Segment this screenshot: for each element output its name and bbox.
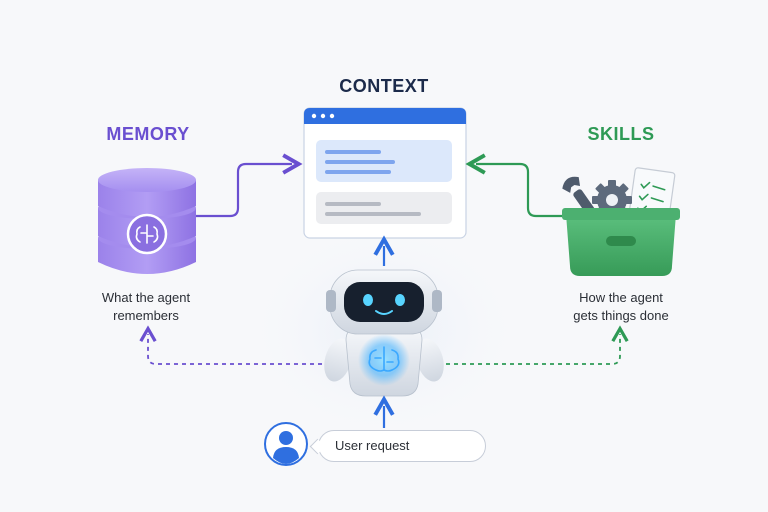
browser-window-icon <box>303 107 467 239</box>
user-request-bubble[interactable]: User request <box>318 430 486 462</box>
toolbox-icon <box>562 167 680 276</box>
memory-caption: What the agent remembers <box>76 289 216 325</box>
skills-caption-line2: gets things done <box>573 308 669 323</box>
skills-title: SKILLS <box>587 124 655 144</box>
skills-caption: How the agent gets things done <box>556 289 686 325</box>
memory-to-context-arrow <box>196 153 303 218</box>
skills-caption-line1: How the agent <box>579 290 663 305</box>
memory-title: MEMORY <box>106 124 190 144</box>
memory-caption-line2: remembers <box>113 308 179 323</box>
robot-icon <box>324 269 444 397</box>
agent-to-memory-dashed-arrow <box>139 325 322 365</box>
memory-caption-line1: What the agent <box>101 290 191 305</box>
agent-to-skills-dashed-arrow <box>446 325 629 365</box>
user-avatar-icon <box>264 422 308 466</box>
database-brain-icon <box>98 168 196 274</box>
skills-to-context-arrow <box>465 153 566 218</box>
context-title: CONTEXT <box>339 76 429 96</box>
